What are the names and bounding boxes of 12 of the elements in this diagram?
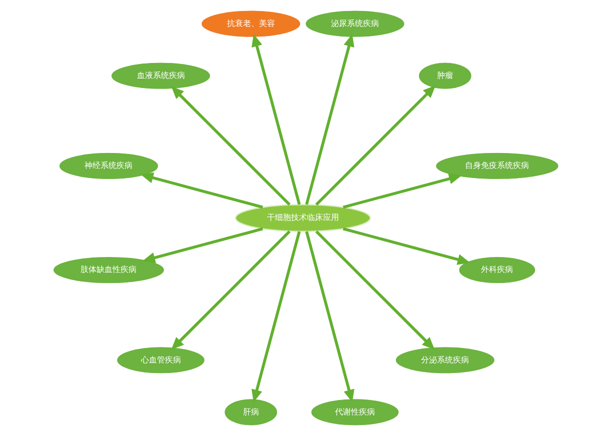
arrow bbox=[304, 34, 354, 205]
arrow bbox=[140, 172, 263, 209]
arrow bbox=[304, 231, 354, 402]
arrow bbox=[251, 231, 300, 402]
arrow bbox=[170, 230, 290, 350]
arrow bbox=[342, 173, 462, 209]
arrow bbox=[170, 86, 290, 206]
arrow bbox=[342, 227, 470, 265]
arrow bbox=[142, 227, 263, 264]
arrow bbox=[251, 34, 300, 205]
arrow bbox=[314, 85, 436, 206]
arrow bbox=[314, 230, 434, 350]
